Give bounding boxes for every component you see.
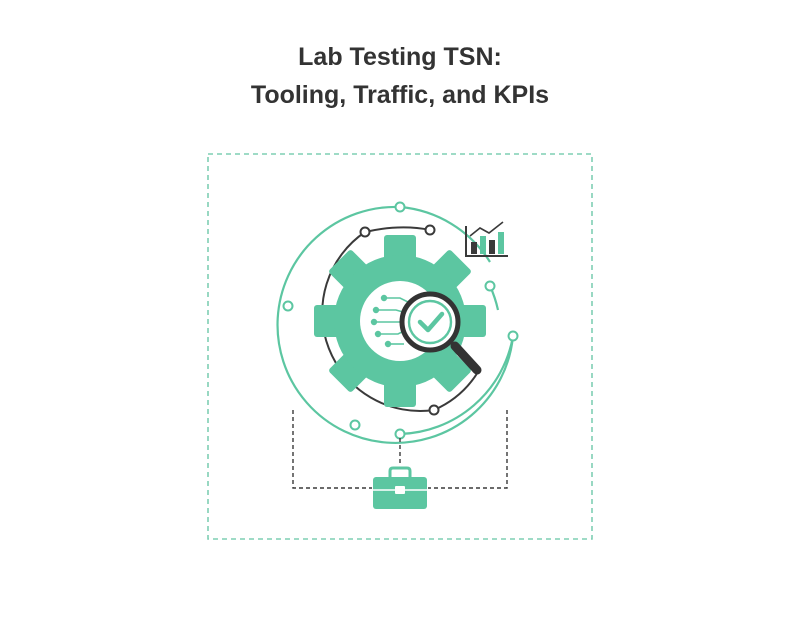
node-dark-bottom — [428, 404, 440, 416]
check-mark-icon — [417, 311, 445, 333]
node-right-upper — [484, 280, 496, 292]
orbit-nodes-dark — [359, 224, 440, 416]
node-lower-left — [349, 419, 361, 431]
node-right — [507, 330, 519, 342]
node-dark-top-right — [424, 224, 436, 236]
title-line-2: Tooling, Traffic, and KPIs — [250, 81, 550, 109]
node-dark-top-left — [359, 226, 371, 238]
inner-orbit-arc — [321, 231, 435, 412]
node-top — [394, 201, 406, 213]
magnifying-glass-icon — [399, 291, 482, 375]
page-title: Lab Testing TSN: Tooling, Traffic, and K… — [0, 38, 800, 114]
outer-orbit-arc — [276, 205, 515, 444]
orbit-nodes-green — [282, 201, 519, 440]
title-line-1: Lab Testing TSN: — [298, 43, 502, 71]
node-left — [282, 300, 294, 312]
toolbox-icon — [373, 466, 427, 509]
dashed-frame — [207, 153, 593, 540]
outer-orbit-arc-lower — [399, 335, 515, 436]
inner-orbit-arc-top — [364, 226, 431, 233]
toolbox-connectors — [292, 410, 508, 489]
bar-chart-icon — [465, 221, 508, 257]
node-bottom — [394, 428, 406, 440]
